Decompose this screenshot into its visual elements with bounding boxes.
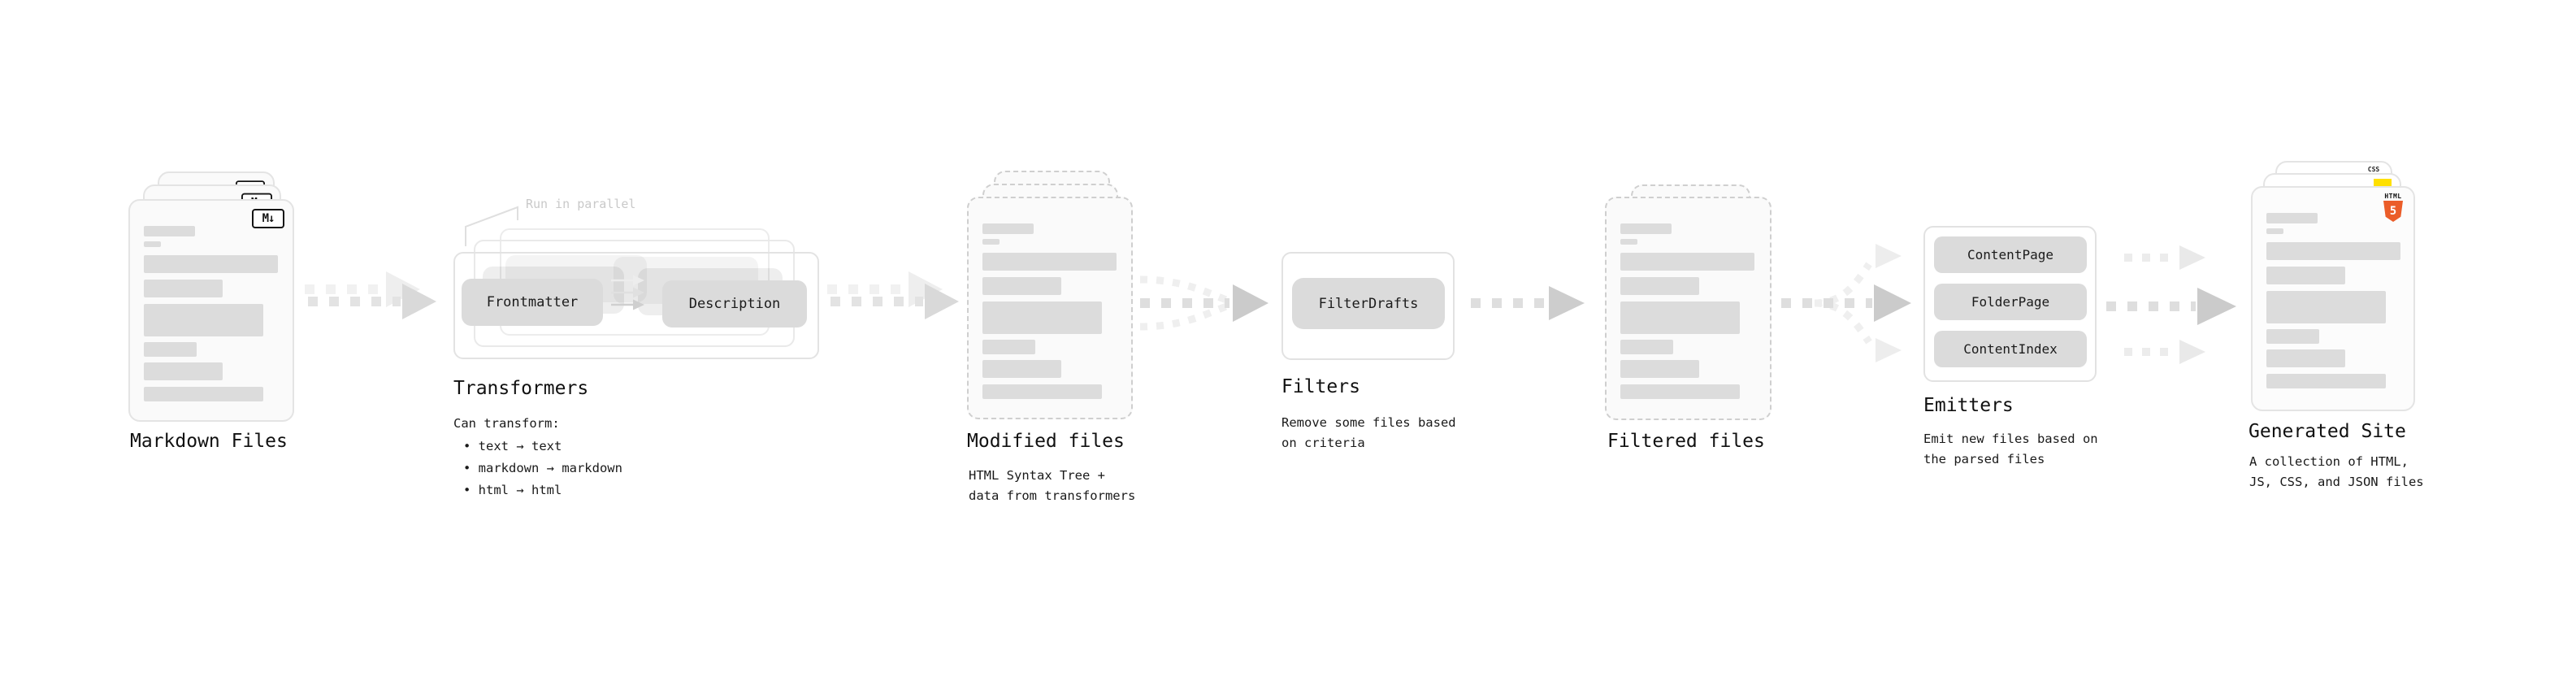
run-in-parallel-connector (465, 206, 518, 246)
stage-title-transformers: Transformers (453, 378, 589, 399)
flow-arrow-emitter-top (2124, 245, 2205, 270)
text-placeholder-bar (1620, 360, 1699, 378)
html5-icon: HTML 5 (2382, 193, 2405, 222)
transform-step-arrows (611, 275, 644, 310)
text-placeholder-bar (982, 301, 1102, 334)
run-in-parallel-note: Run in parallel (526, 197, 636, 211)
text-placeholder-bar (144, 304, 263, 336)
stage-title-filters: Filters (1281, 376, 1360, 397)
emitters-desc: Emit new files based on the parsed files (1923, 432, 2098, 466)
text-placeholder-bar (144, 342, 197, 357)
text-placeholder-bar (1620, 301, 1740, 334)
text-placeholder-bar (1620, 239, 1637, 245)
bullet-item: • markdown → markdown (463, 461, 622, 475)
modified-doc-card-front (967, 197, 1133, 419)
text-placeholder-bar (2266, 374, 2386, 388)
text-placeholder-bar (2266, 242, 2400, 260)
text-placeholder-bar (982, 384, 1102, 399)
flow-arrow-filters-to-filtered (1471, 286, 1585, 320)
text-placeholder-bar (144, 387, 263, 401)
text-placeholder-bar (1620, 340, 1673, 354)
transformer-container-front (453, 252, 819, 359)
text-placeholder-bar (144, 255, 278, 273)
emitter-pill-folderpage: FolderPage (1934, 284, 2087, 320)
filtered-doc-card-front (1605, 197, 1772, 420)
text-placeholder-bar (2266, 213, 2318, 223)
stage-title-filtered-files: Filtered files (1607, 431, 1765, 452)
text-placeholder-bar (2266, 349, 2345, 367)
filter-pill-filterdrafts: FilterDrafts (1292, 278, 1445, 329)
transformers-bullet-list: • text → text • markdown → markdown • ht… (463, 436, 622, 501)
text-placeholder-bar (982, 277, 1061, 295)
text-placeholder-bar (1620, 253, 1754, 271)
text-placeholder-bar (2266, 267, 2345, 284)
merge-arrow-modified-to-filters (1139, 275, 1268, 331)
flow-arrow-markdown-to-transformers (305, 271, 436, 319)
text-placeholder-bar (1620, 223, 1672, 234)
text-placeholder-bar (982, 253, 1117, 271)
text-placeholder-bar (982, 239, 1000, 245)
text-placeholder-bar (144, 362, 223, 380)
stage-title-modified-files: Modified files (967, 431, 1125, 452)
flow-arrow-emitter-bottom (2124, 340, 2205, 364)
emitter-pill-contentindex: ContentIndex (1934, 331, 2087, 367)
text-placeholder-bar (2266, 228, 2283, 234)
emitter-pill-contentpage: ContentPage (1934, 236, 2087, 273)
text-placeholder-bar (2266, 291, 2386, 323)
bullet-item: • html → html (463, 483, 562, 497)
text-placeholder-bar (1620, 384, 1740, 399)
transformer-pill-description: Description (662, 280, 807, 327)
text-placeholder-bar (982, 223, 1034, 234)
stage-title-generated-site: Generated Site (2249, 421, 2406, 442)
flow-arrow-transformers-to-modified (827, 271, 959, 319)
modified-files-desc: HTML Syntax Tree + data from transformer… (969, 468, 1136, 503)
generated-doc-card-front: HTML 5 (2251, 186, 2415, 411)
transformers-desc-heading: Can transform: (453, 416, 560, 431)
text-placeholder-bar (982, 340, 1035, 354)
generated-site-desc: A collection of HTML, JS, CSS, and JSON … (2249, 454, 2424, 489)
text-placeholder-bar (1620, 277, 1699, 295)
flow-arrow-emitter-middle (2106, 288, 2236, 325)
transformer-pill-frontmatter: Frontmatter (462, 279, 603, 326)
filters-desc: Remove some files based on criteria (1281, 415, 1456, 450)
markdown-icon: M↓ (252, 209, 284, 228)
text-placeholder-bar (982, 360, 1061, 378)
text-placeholder-bar (144, 241, 161, 247)
stage-title-markdown-files: Markdown Files (130, 431, 288, 452)
text-placeholder-bar (144, 280, 223, 297)
markdown-doc-card-front: M↓ (128, 199, 294, 422)
bullet-item: • text → text (463, 439, 562, 453)
text-placeholder-bar (2266, 329, 2319, 344)
text-placeholder-bar (144, 226, 195, 236)
fanout-arrow-filtered-to-emitters (1781, 244, 1911, 362)
stage-title-emitters: Emitters (1923, 395, 2014, 416)
